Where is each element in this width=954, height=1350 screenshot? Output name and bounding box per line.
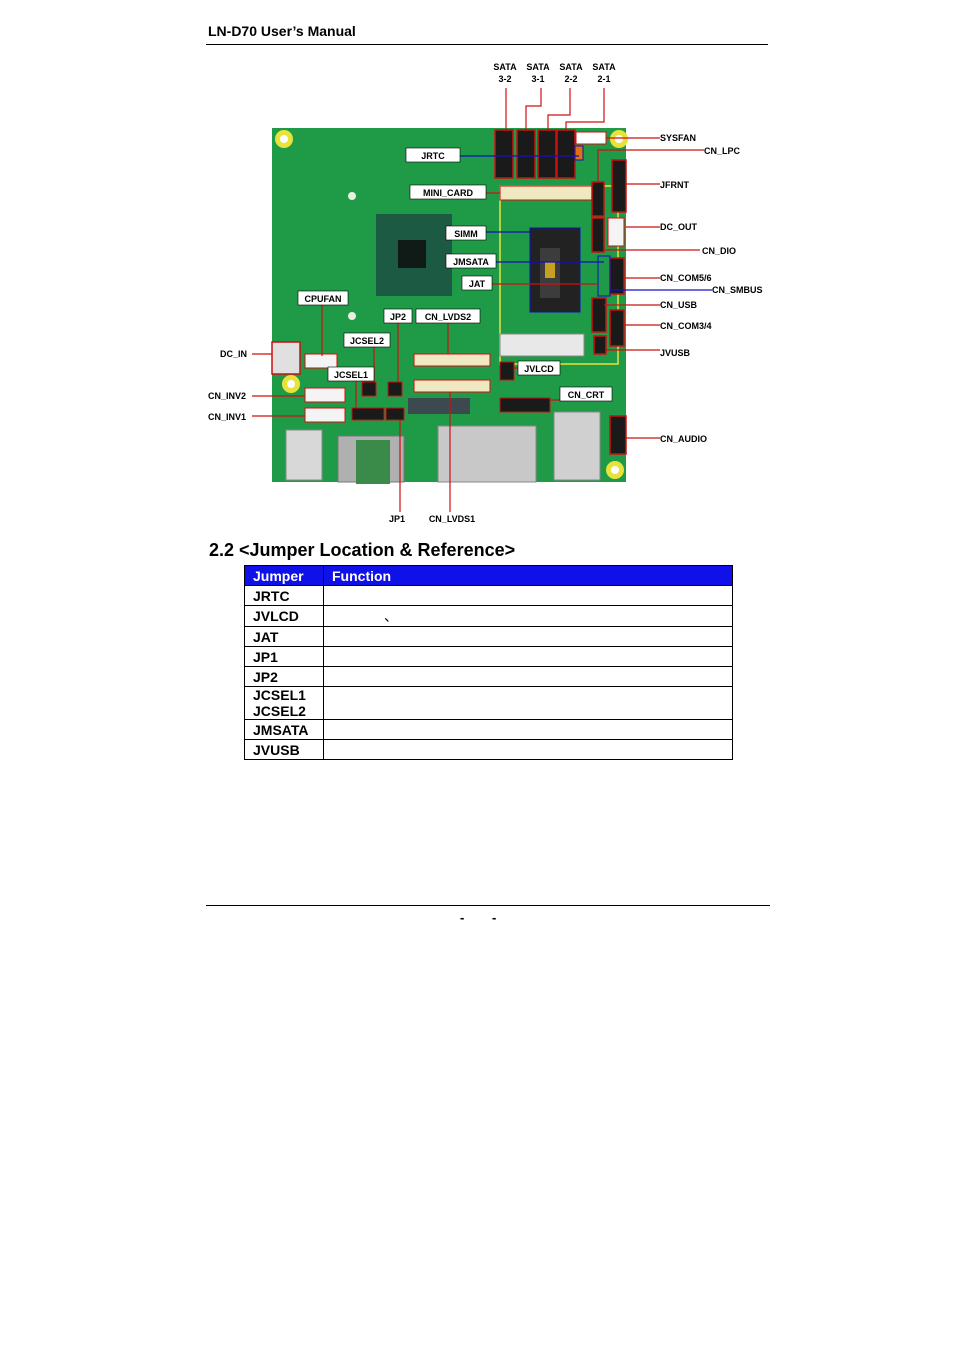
- label-cn-lvds1: CN_LVDS1: [429, 514, 475, 524]
- label-cn-usb: CN_USB: [660, 300, 698, 310]
- sata-connectors: [494, 129, 576, 179]
- page-number: - -: [460, 910, 509, 925]
- function-cell: [323, 739, 733, 760]
- label-jat: JAT: [469, 279, 486, 289]
- label-cpufan: CPUFAN: [304, 294, 341, 304]
- label-jp1: JP1: [389, 514, 405, 524]
- lvds2-connector: [413, 353, 491, 367]
- jumper-cell: JVLCD: [244, 605, 324, 627]
- table-row: JP1: [244, 646, 733, 667]
- label-cn-lvds2: CN_LVDS2: [425, 312, 471, 322]
- table-row: JCSEL1 JCSEL2: [244, 686, 733, 720]
- label-simm: SIMM: [454, 229, 478, 239]
- label-sata-3-2-line2: 3-2: [498, 74, 511, 84]
- function-cell: 、: [323, 605, 733, 627]
- label-jrtc: JRTC: [421, 151, 445, 161]
- label-cn-lpc: CN_LPC: [704, 146, 741, 156]
- section-title: 2.2 <Jumper Location & Reference>: [209, 540, 516, 560]
- label-cn-inv1: CN_INV1: [208, 412, 246, 422]
- label-cn-inv2: CN_INV2: [208, 391, 246, 401]
- label-cn-audio: CN_AUDIO: [660, 434, 707, 444]
- label-jfrnt: JFRNT: [660, 180, 690, 190]
- jumper-cell: JAT: [244, 626, 324, 647]
- label-cn-com56: CN_COM5/6: [660, 273, 712, 283]
- label-sata-2-2-line1: SATA: [559, 62, 583, 72]
- label-jvlcd: JVLCD: [524, 364, 554, 374]
- label-dc-out: DC_OUT: [660, 222, 698, 232]
- jumper-cell: JVUSB: [244, 739, 324, 760]
- function-cell: [323, 666, 733, 687]
- label-cn-com34: CN_COM3/4: [660, 321, 712, 331]
- table-row: JRTC: [244, 585, 733, 606]
- jumper-cell: JP1: [244, 646, 324, 667]
- label-mini-card: MINI_CARD: [423, 188, 474, 198]
- label-cn-crt: CN_CRT: [568, 390, 605, 400]
- label-jmsata: JMSATA: [453, 257, 489, 267]
- header-function: Function: [323, 565, 733, 586]
- dc-in-connector: [271, 341, 301, 375]
- label-cn-dio: CN_DIO: [702, 246, 736, 256]
- table-row: JP2: [244, 666, 733, 687]
- label-jcsel1: JCSEL1: [334, 370, 368, 380]
- header-rule: [206, 44, 768, 45]
- lvds1-connector: [413, 379, 491, 393]
- label-sata-3-1-line2: 3-1: [531, 74, 544, 84]
- function-cell: [323, 719, 733, 740]
- footer-rule: [206, 905, 770, 906]
- jumper-table: Jumper Function JRTC JVLCD 、 JAT JP1 JP2…: [244, 565, 733, 760]
- label-jvusb: JVUSB: [660, 348, 691, 358]
- label-cn-smbus: CN_SMBUS: [712, 285, 763, 295]
- label-jcsel2: JCSEL2: [350, 336, 384, 346]
- jumper-cell: JP2: [244, 666, 324, 687]
- motherboard-diagram: SATA 3-2 SATA 3-1 SATA 2-2 SATA 2-1 JRTC…: [208, 62, 763, 524]
- label-sata-2-2-line2: 2-2: [564, 74, 577, 84]
- callout-lines: [252, 88, 704, 512]
- label-sata-3-1-line1: SATA: [526, 62, 550, 72]
- table-header-row: Jumper Function: [244, 565, 733, 586]
- jumper-cell: JRTC: [244, 585, 324, 606]
- jumper-cell: JCSEL1 JCSEL2: [244, 686, 324, 720]
- function-cell: [323, 585, 733, 606]
- table-row: JAT: [244, 626, 733, 647]
- table-row: JVUSB: [244, 739, 733, 760]
- function-cell: [323, 686, 733, 720]
- function-cell: [323, 626, 733, 647]
- header-jumper: Jumper: [244, 565, 324, 586]
- jumper-name: JCSEL2: [253, 703, 306, 719]
- label-dc-in: DC_IN: [220, 349, 247, 359]
- label-jp2: JP2: [390, 312, 406, 322]
- label-sata-2-1-line1: SATA: [592, 62, 616, 72]
- mounting-holes: [275, 130, 628, 479]
- label-sata-2-1-line2: 2-1: [597, 74, 610, 84]
- right-headers: [591, 159, 627, 455]
- table-row: JMSATA: [244, 719, 733, 740]
- label-sysfan: SYSFAN: [660, 133, 696, 143]
- label-sata-3-2-line1: SATA: [493, 62, 517, 72]
- function-cell: [323, 646, 733, 667]
- jumper-name: JCSEL1: [253, 687, 306, 703]
- jumper-cell: JMSATA: [244, 719, 324, 740]
- table-row: JVLCD 、: [244, 605, 733, 627]
- page-header-title: LN-D70 User’s Manual: [208, 23, 356, 39]
